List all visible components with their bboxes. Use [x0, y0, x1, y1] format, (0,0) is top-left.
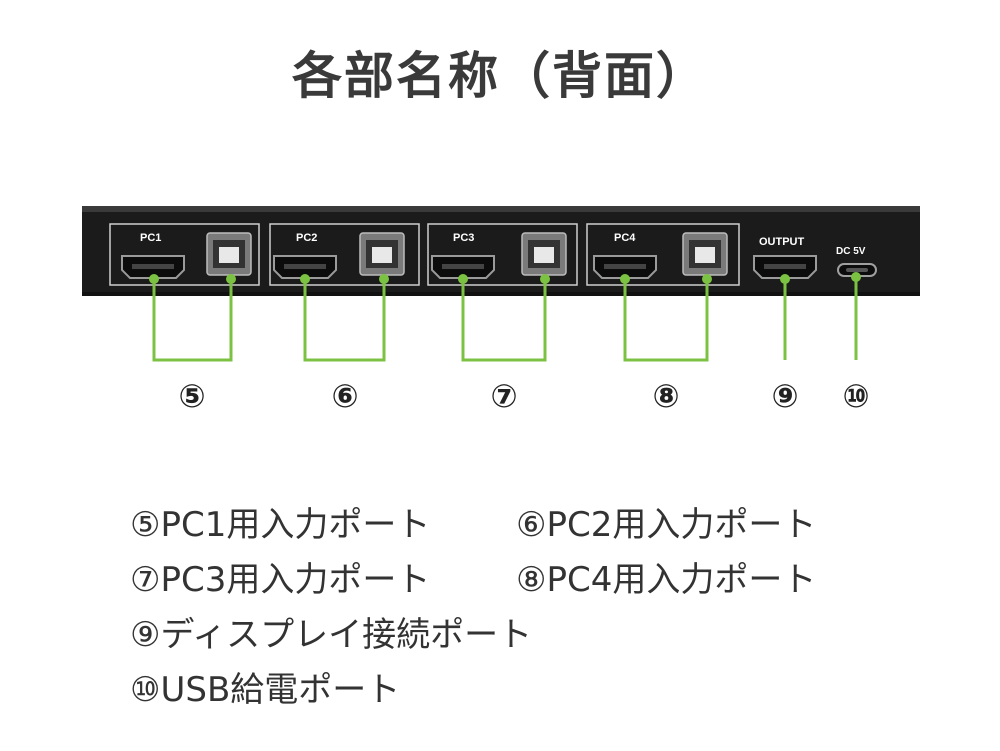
page-title: 各部名称（背面）: [292, 47, 708, 105]
legend-row-1: ⑤PC1用入力ポート: [130, 497, 430, 546]
callout-pc1: [152, 278, 233, 362]
usb-b-port-pc1: [206, 232, 252, 276]
legend-item-7: ⑦PC3用入力ポート: [130, 560, 431, 600]
hdmi-port-pc2: [273, 255, 337, 279]
pc2-port-frame: [269, 223, 420, 286]
callout-number-9: ⑨: [771, 377, 799, 415]
usb-b-port-pc2: [359, 232, 405, 276]
hdmi-port-output: [753, 255, 817, 279]
kvm-switch-rear-panel: PC1 PC2 PC3 PC4 OUTPUT DC 5V: [82, 206, 920, 362]
device-top-edge: [82, 206, 920, 212]
dc-label: DC 5V: [836, 246, 866, 257]
callout-number-10: ⑩: [842, 377, 870, 415]
callout-dots: [149, 272, 861, 284]
legend-row-4: ⑩USB給電ポート: [130, 662, 400, 711]
callout-pc4: [623, 278, 709, 362]
legend-item-5: ⑤PC1用入力ポート: [130, 505, 431, 545]
device-bottom-edge: [82, 292, 920, 296]
legend-row-2: ⑦PC3用入力ポート: [130, 552, 430, 601]
callout-number-7: ⑦: [490, 377, 518, 415]
pc3-label: PC3: [453, 232, 474, 244]
legend-row-1-col2: ⑥PC2用入力ポート: [516, 497, 816, 546]
pc2-label: PC2: [296, 232, 317, 244]
pc3-port-frame: [427, 223, 578, 286]
usb-b-port-pc3: [521, 232, 567, 276]
callout-number-5: ⑤: [178, 377, 206, 415]
hdmi-port-pc4: [593, 255, 657, 279]
pc1-label: PC1: [140, 232, 161, 244]
callout-number-6: ⑥: [331, 377, 359, 415]
callout-pc2: [303, 278, 386, 362]
legend-item-6: ⑥PC2用入力ポート: [516, 505, 817, 545]
callout-number-8: ⑧: [652, 377, 680, 415]
hdmi-port-pc1: [121, 255, 185, 279]
pc4-port-frame: [586, 223, 740, 286]
callout-pc3: [461, 278, 547, 362]
legend-item-9: ⑨ディスプレイ接続ポート: [130, 615, 533, 655]
legend-row-2-col2: ⑧PC4用入力ポート: [516, 552, 816, 601]
legend-row-3: ⑨ディスプレイ接続ポート: [130, 607, 532, 656]
output-label: OUTPUT: [759, 236, 805, 248]
callout-lines: [152, 276, 858, 362]
legend-item-10: ⑩USB給電ポート: [130, 670, 401, 710]
usb-b-port-pc4: [682, 232, 728, 276]
hdmi-port-pc3: [431, 255, 495, 279]
pc4-label: PC4: [614, 232, 636, 244]
usb-c-dc-port: [837, 263, 877, 277]
pc1-port-frame: [109, 223, 260, 286]
legend-item-8: ⑧PC4用入力ポート: [516, 560, 817, 600]
